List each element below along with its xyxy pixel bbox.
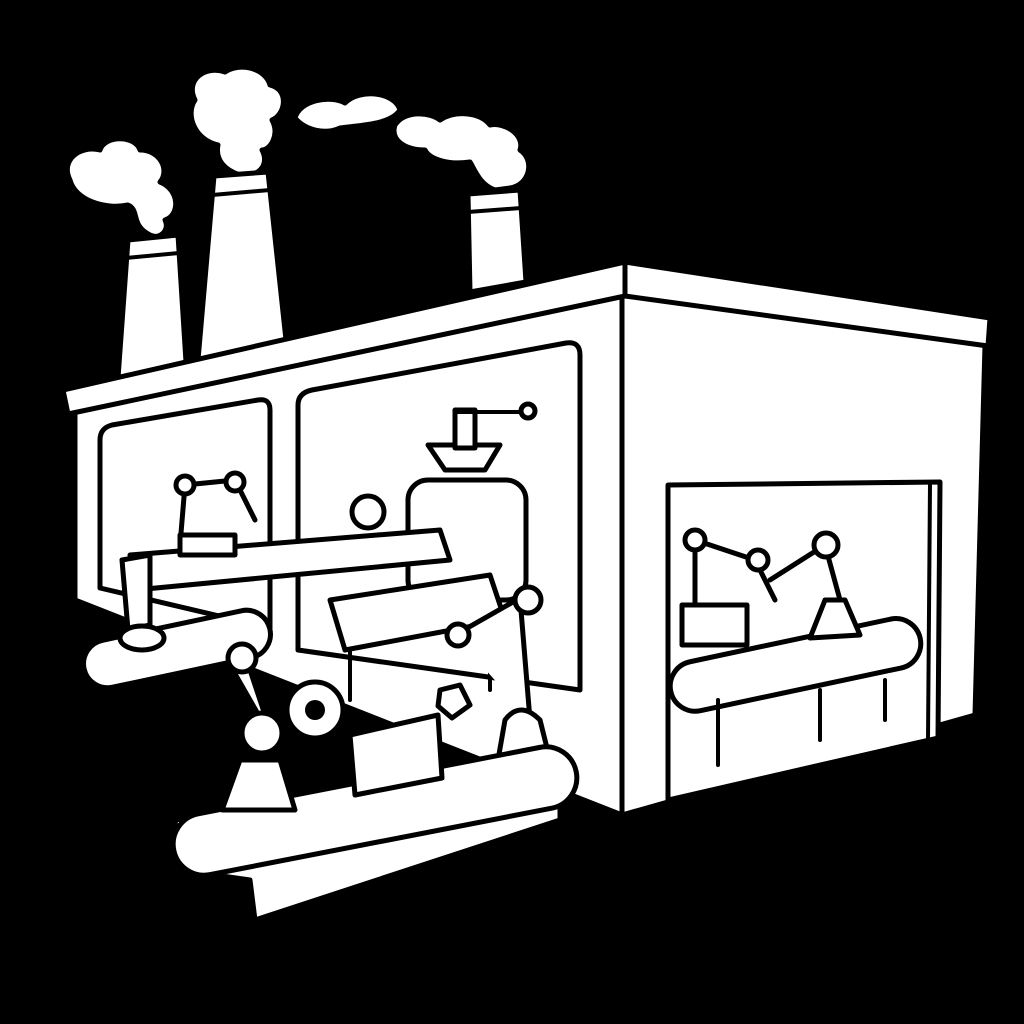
smoke-trail [292, 91, 403, 134]
robot-arm-small [119, 552, 153, 633]
gear-icon [349, 493, 387, 531]
chimney-middle [195, 169, 289, 363]
chimney-right [465, 187, 529, 295]
smoke-cloud-left [64, 136, 179, 239]
smoke-cloud-right [391, 111, 532, 193]
smoke-clouds [64, 64, 532, 239]
front-assembly [170, 641, 580, 923]
garage-interior [667, 527, 924, 767]
press-column [452, 407, 478, 451]
chimneys [115, 169, 529, 381]
robot-arm-left [177, 477, 258, 548]
conveyor-left [81, 607, 273, 691]
robot-base-garage [807, 597, 863, 641]
smoke-cloud-middle [188, 64, 286, 178]
robot-arm-garage-left [692, 537, 778, 613]
robot-base [177, 532, 238, 558]
gripper [435, 682, 473, 721]
interior-machines [81, 401, 553, 763]
conveyor-garage [667, 616, 924, 714]
press-knob [518, 401, 538, 421]
parts-box [679, 602, 750, 648]
box-on-conveyor [347, 712, 445, 798]
robot-base-front [219, 757, 298, 813]
roof-side [622, 259, 993, 349]
